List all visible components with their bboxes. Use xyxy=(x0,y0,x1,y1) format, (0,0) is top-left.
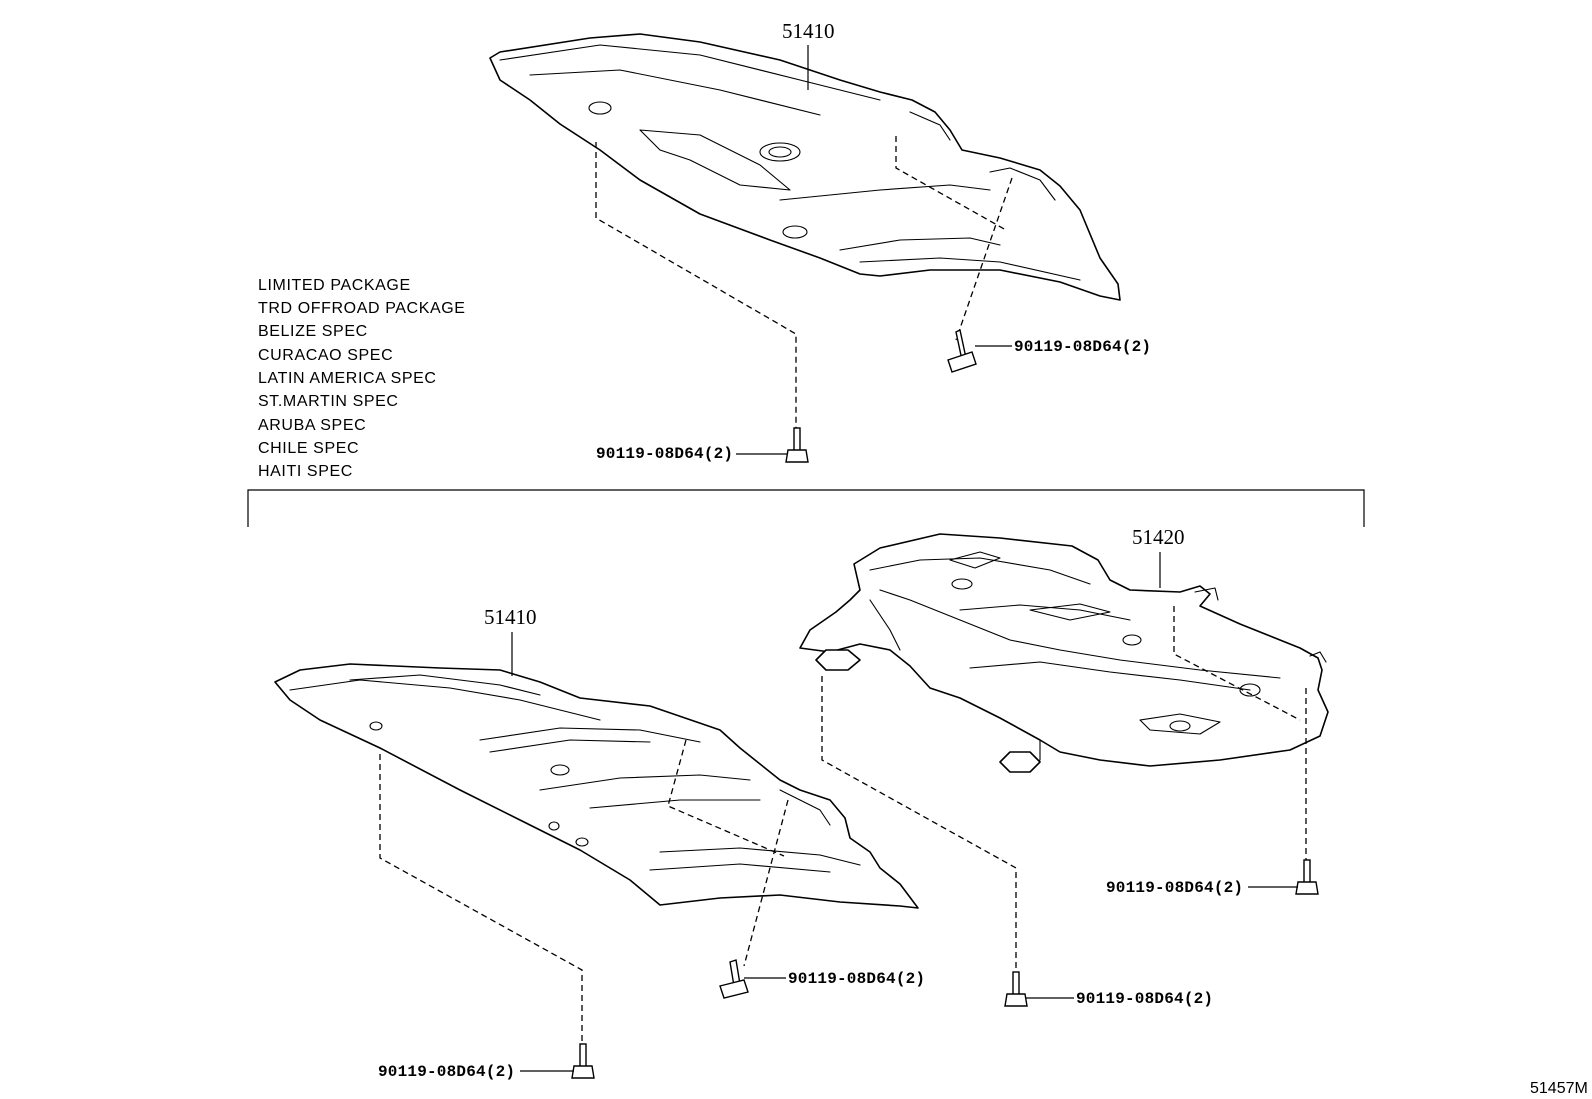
bolt-part-number: 90119-08D64(2) xyxy=(1014,338,1151,356)
lower-left-cover-part-number: 51410 xyxy=(484,605,537,629)
applicability-item: LATIN AMERICA SPEC xyxy=(258,370,437,387)
lower-right-cover-label-group: 51420 xyxy=(1132,525,1185,588)
bolt-lower-right-far[interactable] xyxy=(1295,859,1319,895)
bolt-lower-right-mid-callout: 90119-08D64(2) xyxy=(1026,990,1213,1008)
bolt-part-number: 90119-08D64(2) xyxy=(378,1063,515,1081)
bolt-top-right[interactable] xyxy=(947,328,977,373)
bolt-top-left-callout: 90119-08D64(2) xyxy=(596,445,788,463)
bolt-part-number: 90119-08D64(2) xyxy=(788,970,925,988)
bolt-lower-left-bottom-callout: 90119-08D64(2) xyxy=(378,1063,574,1081)
bolt-top-left[interactable] xyxy=(785,427,809,463)
applicability-item: TRD OFFROAD PACKAGE xyxy=(258,300,466,317)
applicability-item: CURACAO SPEC xyxy=(258,347,393,364)
lower-right-engine-under-cover[interactable] xyxy=(799,533,1329,773)
applicability-item: CHILE SPEC xyxy=(258,440,359,457)
bolt-lower-left-bottom[interactable] xyxy=(571,1043,595,1079)
applicability-item: ST.MARTIN SPEC xyxy=(258,393,399,410)
applicability-item: LIMITED PACKAGE xyxy=(258,277,411,294)
applicability-item: ARUBA SPEC xyxy=(258,417,366,434)
applicability-item: HAITI SPEC xyxy=(258,463,353,480)
bolt-part-number: 90119-08D64(2) xyxy=(1076,990,1213,1008)
bolt-part-number: 90119-08D64(2) xyxy=(1106,879,1243,897)
applicability-item: BELIZE SPEC xyxy=(258,323,368,340)
top-engine-under-cover[interactable] xyxy=(489,33,1121,301)
lower-left-cover-label-group: 51410 xyxy=(484,605,537,676)
applicability-bracket xyxy=(247,489,1365,527)
top-cover-label-group: 51410 xyxy=(782,19,835,90)
illustration-number: 51457M xyxy=(1530,1080,1588,1097)
bolt-part-number: 90119-08D64(2) xyxy=(596,445,733,463)
bolt-top-right-callout: 90119-08D64(2) xyxy=(975,338,1151,356)
lower-right-cover-part-number: 51420 xyxy=(1132,525,1185,549)
top-cover-part-number: 51410 xyxy=(782,19,835,43)
bolt-lower-right-mid[interactable] xyxy=(1004,971,1028,1007)
bolt-lower-left-mid-callout: 90119-08D64(2) xyxy=(744,970,925,988)
bolt-lower-left-mid[interactable] xyxy=(719,959,749,999)
bolt-lower-right-far-callout: 90119-08D64(2) xyxy=(1106,879,1298,897)
applicability-list: LIMITED PACKAGE TRD OFFROAD PACKAGE BELI… xyxy=(258,277,466,480)
lower-left-engine-under-cover[interactable] xyxy=(274,663,919,909)
